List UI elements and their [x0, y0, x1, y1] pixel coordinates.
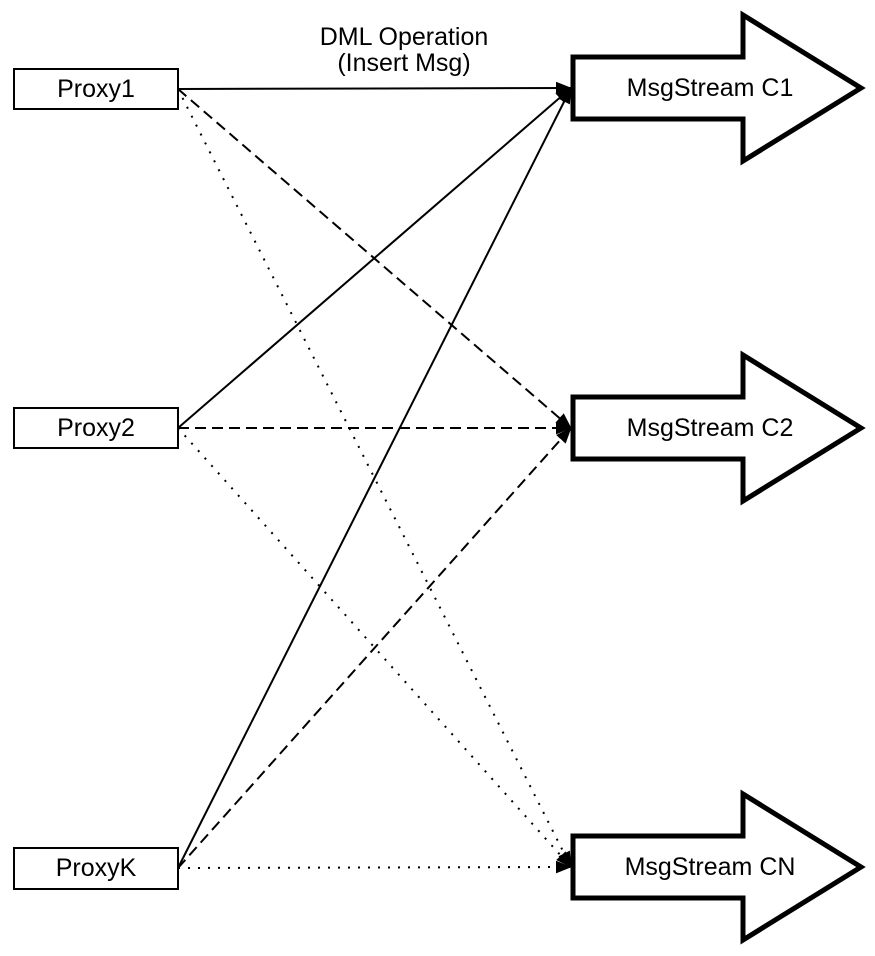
diagram-title-line2: (Insert Msg) [337, 49, 470, 77]
proxy1-box [13, 68, 179, 110]
msgstream-c2-label: MsgStream C2 [627, 414, 794, 442]
edge-proxy2-cn [177, 427, 572, 868]
diagram-title-line1: DML Operation [320, 23, 489, 51]
proxy2-box [13, 407, 179, 449]
proxy1-node: Proxy1 [13, 68, 179, 110]
proxy2-label: Proxy2 [57, 414, 135, 442]
msgstream-c1-label: MsgStream C1 [627, 74, 794, 102]
msgstream-cn-arrow-shape [570, 789, 866, 945]
msgstream-c1-arrow-shape [570, 10, 866, 166]
edge-proxy1-c2 [177, 88, 572, 429]
edge-proxy1-c1 [177, 81, 572, 95]
proxyk-node: ProxyK [13, 847, 179, 890]
edge-proxyk-cn [177, 860, 572, 874]
edges [177, 81, 572, 874]
proxy2-node: Proxy2 [13, 407, 179, 449]
msgstream-cn-node: MsgStream CN [570, 789, 866, 945]
edge-proxyk-c2 [177, 427, 572, 869]
msgstream-c1-node: MsgStream C1 [570, 10, 866, 166]
diagram-title: DML Operation (Insert Msg) [320, 23, 489, 77]
msgstream-c2-arrow-shape [570, 350, 866, 506]
msgstream-cn-label: MsgStream CN [625, 853, 796, 881]
msgstream-c2-node: MsgStream C2 [570, 350, 866, 506]
proxyk-label: ProxyK [56, 854, 137, 882]
proxy1-label: Proxy1 [57, 75, 135, 103]
edge-proxyk-c1 [177, 87, 572, 869]
proxyk-box [13, 847, 179, 890]
